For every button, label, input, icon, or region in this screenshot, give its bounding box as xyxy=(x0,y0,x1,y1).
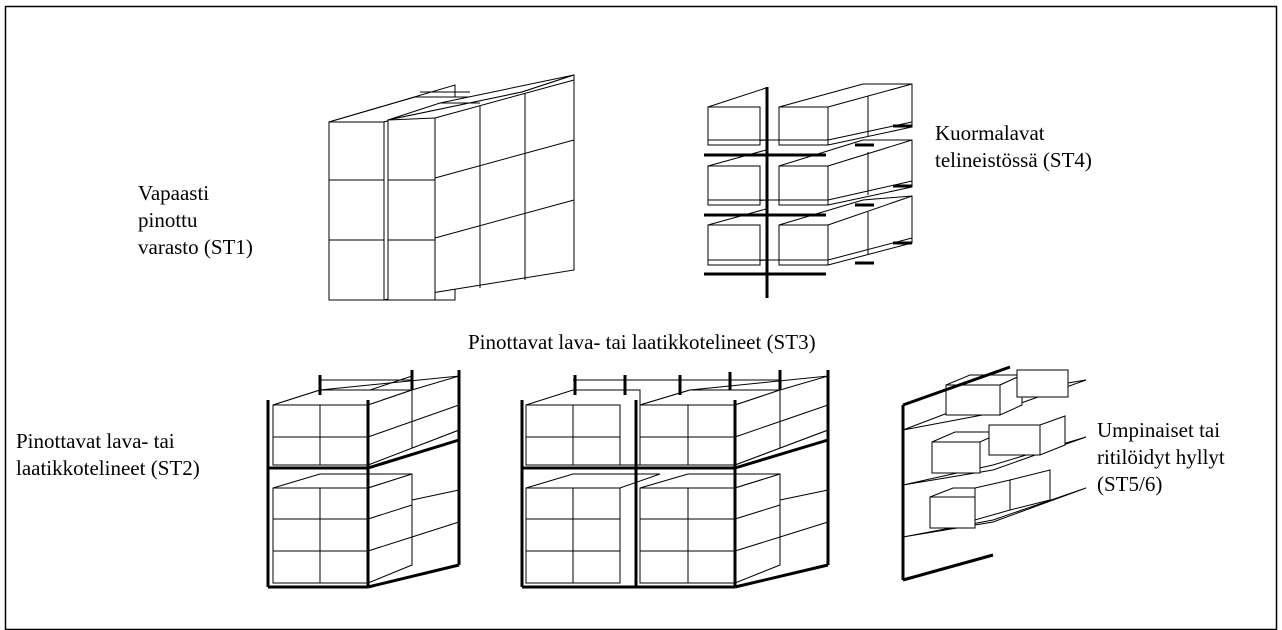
st4-pallet-rack-illustration xyxy=(704,83,913,298)
label-st2: Pinottavat lava- tai laatikkotelineet (S… xyxy=(16,428,200,482)
label-st56-line1: Umpinaiset tai xyxy=(1097,418,1221,442)
label-st1-line2: pinottu xyxy=(138,208,198,232)
st3-stackable-frames-illustration xyxy=(520,370,830,589)
st1-free-stack-illustration xyxy=(328,74,575,301)
label-st56-line2: ritilöidyt hyllyt xyxy=(1097,445,1225,469)
label-st3: Pinottavat lava- tai laatikkotelineet (S… xyxy=(468,329,816,356)
label-st4-line2: telineistössä (ST4) xyxy=(935,148,1092,172)
label-st56-line3: (ST5/6) xyxy=(1097,472,1163,496)
label-st2-line2: laatikkotelineet (ST2) xyxy=(16,456,200,480)
label-st3-line1: Pinottavat lava- tai laatikkotelineet (S… xyxy=(468,330,816,354)
label-st4-line1: Kuormalavat xyxy=(935,121,1045,145)
label-st1: Vapaasti pinottu varasto (ST1) xyxy=(138,180,253,261)
st2-stackable-frames-illustration xyxy=(266,370,461,589)
st56-shelving-illustration xyxy=(901,365,1087,582)
label-st56: Umpinaiset tai ritilöidyt hyllyt (ST5/6) xyxy=(1097,417,1225,498)
label-st1-line3: varasto (ST1) xyxy=(138,235,253,259)
label-st4: Kuormalavat telineistössä (ST4) xyxy=(935,120,1092,174)
label-st1-line1: Vapaasti xyxy=(138,181,210,205)
label-st2-line1: Pinottavat lava- tai xyxy=(16,429,175,453)
